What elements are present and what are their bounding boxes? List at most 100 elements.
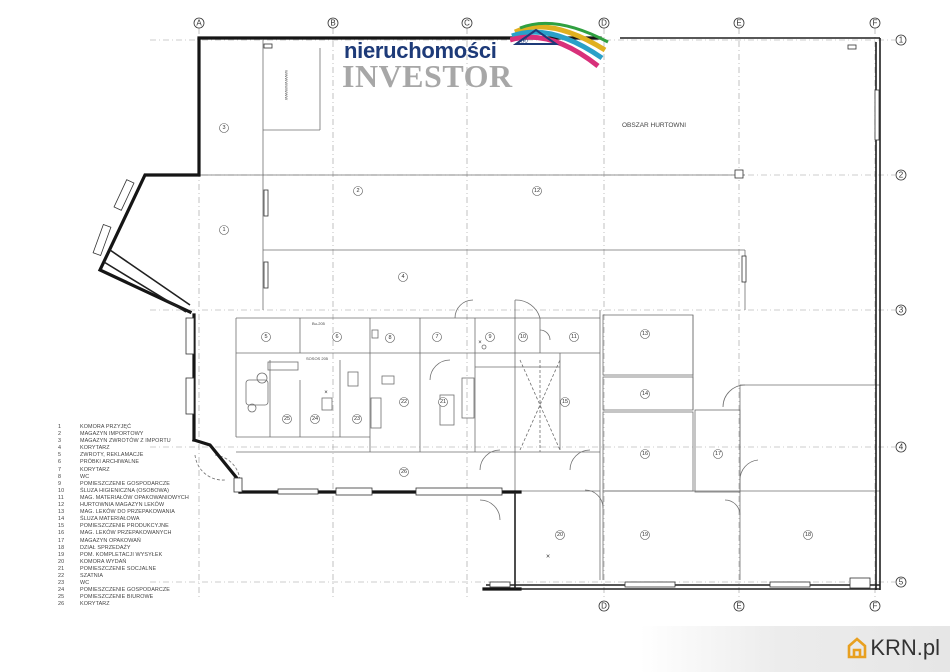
legend-item-text: WC (80, 473, 90, 480)
room-number-20: 20 (557, 532, 563, 538)
legend-item-text: DZIAŁ SPRZEDAŻY (80, 544, 131, 551)
legend-item-number: 15 (58, 523, 65, 530)
room-number-13: 13 (642, 331, 648, 337)
legend-item-number: 7 (58, 466, 62, 473)
legend-item-number: 1 (58, 424, 62, 430)
legend-item-text: MAG. LEKÓW DO PRZEPAKOWANIA (80, 509, 175, 516)
krn-text: KRN.pl (870, 635, 940, 660)
legend-item-text: ŚLUZA HIGIENICZNA (OSOBOWA) (80, 487, 170, 494)
legend-item-text: MAG. MATERIAŁÓW OPAKOWANIOWYCH (80, 494, 189, 501)
room-number-4: 4 (401, 274, 404, 280)
legend-item-text: HURTOWNIA MAGAZYN LEKÓW (80, 502, 165, 509)
legend-item: 15 POMIESZCZENIE PRODUKCYJNE (58, 523, 258, 530)
legend-item: 7 KORYTARZ (58, 467, 258, 474)
legend-item-number: 21 (58, 565, 65, 572)
logo-registered-mark: ® (521, 36, 528, 46)
legend-item-text: KORYTARZ (80, 466, 110, 473)
axis-label-C-top: C (464, 19, 470, 28)
axis-label-D-bottom: D (601, 602, 607, 611)
room-number-11: 11 (571, 334, 577, 340)
axis-label-D-top: D (601, 19, 607, 28)
room-number-16: 16 (642, 451, 648, 457)
legend-item-text: POMIESZCZENIE GOSPODARCZE (80, 480, 170, 487)
room-number-1: 1 (222, 227, 225, 233)
door-swings (194, 299, 759, 521)
legend-item-text: POMIESZCZENIE BIUROWE (80, 594, 154, 601)
legend-item-text: POMIESZCZENIE PRODUKCYJNE (80, 523, 169, 530)
legend-item-text: WC (80, 580, 90, 587)
zone-wholesale-label: OBSZAR HURTOWNI (622, 122, 686, 129)
room-number-26: 26 (401, 469, 407, 475)
legend-item-number: 9 (58, 480, 62, 487)
legend-item-number: 2 (58, 431, 62, 438)
axis-label-1: 1 (899, 36, 904, 45)
legend-item-text: MAGAZYN ZWROTÓW Z IMPORTU (80, 438, 171, 445)
legend-item: 12 HURTOWNIA MAGAZYN LEKÓW (58, 502, 258, 509)
room-number-15: 15 (562, 399, 568, 405)
room-number-10: 10 (520, 334, 526, 340)
vertical-rack-label: WWWWWWWW (284, 70, 289, 100)
legend-item-number: 26 (58, 601, 65, 608)
room-number-25: 25 (284, 416, 290, 422)
legend-item-text: POMIESZCZENIE GOSPODARCZE (80, 587, 170, 594)
axis-label-2: 2 (899, 171, 904, 180)
legend-item-number: 10 (58, 487, 65, 494)
x-markers: × × × (324, 340, 550, 561)
legend-item-number: 12 (58, 502, 65, 509)
room-markers: 3 1 2 12 4 5 6 7 8 9 10 11 13 14 15 16 1… (219, 123, 813, 540)
axis-label-E-bottom: E (736, 602, 741, 611)
legend-item: 9 POMIESZCZENIE GOSPODARCZE (58, 481, 258, 488)
row-axis-right: 1 2 3 4 5 (895, 34, 907, 588)
room-number-12: 12 (534, 188, 540, 194)
column-axis-bottom: D E F (598, 600, 881, 612)
room-number-22: 22 (401, 399, 407, 405)
legend-item-text: MAGAZYN OPAKOWAŃ (80, 537, 141, 544)
legend-item-number: 17 (58, 537, 65, 544)
legend-item-text: POMIESZCZENIE SOCJALNE (80, 565, 157, 572)
room-number-24: 24 (312, 416, 318, 422)
svg-text:×: × (324, 390, 328, 396)
legend-item-text: KOMORA PRZYJĘĆ (80, 424, 132, 430)
legend-item-text: KORYTARZ (80, 445, 110, 452)
house-icon (848, 637, 867, 659)
legend-item-text: POM. KOMPLETACJI WYSYŁEK (80, 551, 163, 558)
legend-item: 10 ŚLUZA HIGIENICZNA (OSOBOWA) (58, 488, 258, 495)
legend-item-text: ŚLUZA MATERIAŁOWA (80, 516, 140, 523)
room-number-23: 23 (354, 416, 360, 422)
legend-item-number: 3 (58, 438, 62, 445)
room-number-21: 21 (440, 399, 446, 405)
room-number-7: 7 (435, 334, 438, 340)
legend-item-number: 24 (58, 587, 65, 594)
legend-item-number: 25 (58, 594, 65, 601)
legend-item: 3 MAGAZYN ZWROTÓW Z IMPORTU (58, 438, 258, 445)
legend-item-number: 13 (58, 509, 65, 516)
legend-item: 1 KOMORA PRZYJĘĆ (58, 424, 258, 431)
legend-item-number: 4 (58, 445, 62, 452)
legend-item-number: 16 (58, 530, 65, 537)
logo-top-text: nieruchomości (344, 38, 497, 63)
legend-item: 13 MAG. LEKÓW DO PRZEPAKOWANIA (58, 509, 258, 516)
legend-item: 25 POMIESZCZENIE BIUROWE (58, 594, 258, 601)
partitions (199, 40, 880, 580)
room-number-19: 19 (642, 532, 648, 538)
legend-item-text: KOMORA WYDAŃ (80, 558, 127, 565)
legend-item-number: 18 (58, 544, 65, 551)
legend-item-number: 6 (58, 459, 62, 466)
room-number-8: 8 (388, 335, 391, 341)
svg-text:×: × (546, 554, 550, 561)
legend-item: 20 KOMORA WYDAŃ (58, 559, 258, 566)
axis-label-B-top: B (330, 19, 335, 28)
axis-label-A-top: A (196, 19, 202, 28)
room-number-6: 6 (335, 334, 338, 340)
legend-item-number: 20 (58, 558, 65, 565)
room-number-9: 9 (488, 334, 491, 340)
